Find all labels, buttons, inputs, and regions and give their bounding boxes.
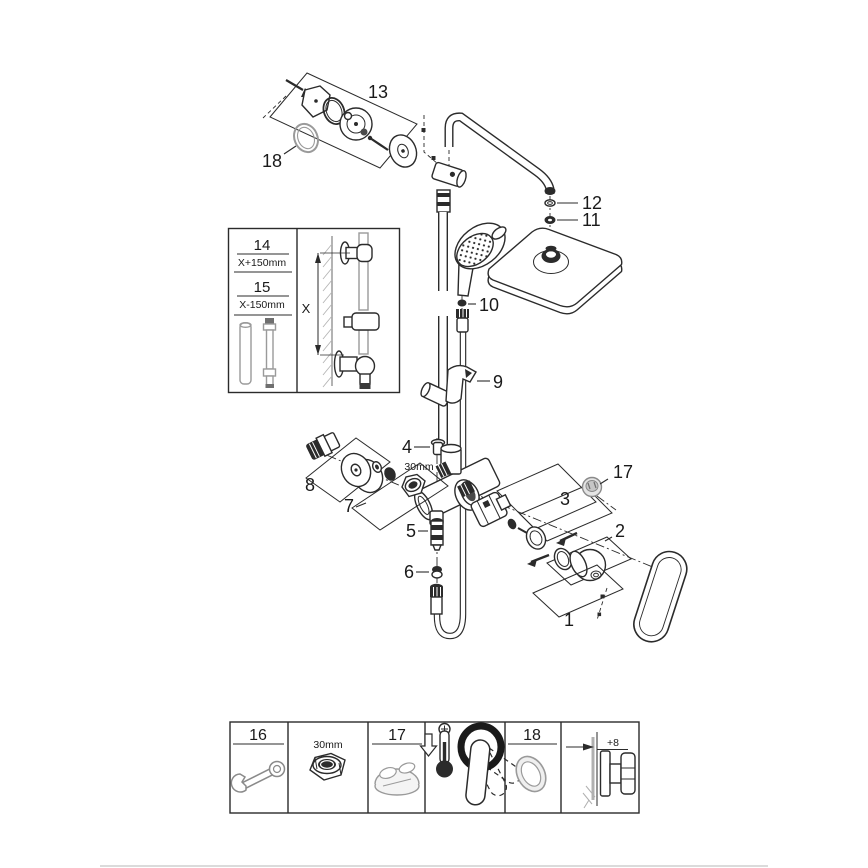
- s-union-8: [305, 432, 391, 503]
- nut-size-label: 30mm: [404, 461, 433, 473]
- arm-end-cap: [544, 187, 556, 195]
- shower-arm: [444, 112, 556, 195]
- legend-18-number: 18: [523, 727, 541, 744]
- seal-ring-10: [457, 299, 467, 307]
- offset-dimension: +8: [566, 737, 628, 751]
- cartridge-3: [457, 463, 613, 567]
- inset-part14-dimension: X+150mm: [238, 257, 286, 269]
- callout-10: 10: [479, 295, 499, 315]
- legend-strip: 16 30mm 17: [229, 721, 640, 814]
- inset-box-14-15: 14 X+150mm 15 X-150mm: [227, 227, 401, 394]
- callout-1: 1: [564, 610, 574, 630]
- callout-6: 6: [404, 562, 414, 582]
- legend-cell-17: 17: [372, 727, 422, 796]
- knurled-screw: [435, 461, 452, 479]
- hand-shower: [454, 222, 507, 297]
- rosette-17: [581, 476, 609, 498]
- seal-ring-18: [293, 122, 319, 154]
- insert-arrow-icon: [527, 531, 578, 567]
- inset-slider: [343, 312, 380, 331]
- o-ring: [322, 97, 346, 125]
- wall-offset-fitting-icon: [599, 750, 636, 797]
- hose-top-fitting: [456, 309, 469, 333]
- slider-holder-9: [420, 364, 477, 407]
- offset-label: +8: [607, 737, 619, 749]
- inset-rail-lower: [358, 329, 369, 355]
- legend-cell-thermo-lever: [419, 722, 522, 806]
- callout-12: 12: [582, 193, 602, 213]
- inset-part15-dimension: X-150mm: [239, 299, 285, 311]
- legend-17-number: 17: [388, 727, 406, 744]
- inset-part15-number: 15: [254, 279, 271, 296]
- dome-cap: [569, 548, 607, 582]
- cap-ring: [525, 526, 547, 550]
- rail-fitting: [436, 189, 451, 213]
- union-escutcheon: [340, 452, 384, 494]
- screw-icon: [369, 137, 389, 151]
- callout-8: 8: [305, 475, 315, 495]
- head-shower: [487, 227, 623, 315]
- inset-rail-upper: [358, 232, 369, 311]
- nut-6: [431, 566, 443, 579]
- ring-11: [544, 216, 556, 224]
- escutcheon: [388, 134, 418, 168]
- callout-11: 11: [582, 210, 601, 230]
- nut-30mm-icon: [309, 752, 346, 781]
- hose: [433, 331, 467, 640]
- cap-2: [546, 536, 632, 586]
- callout-17: 17: [613, 462, 633, 482]
- legend-30mm-label: 30mm: [313, 739, 342, 751]
- callouts: 13 18 12 11 10 9 4 8 7 30mm 17 3 2 5 6 1: [262, 82, 633, 630]
- spray-face: [456, 232, 494, 268]
- pipe-plain-icon: [239, 322, 252, 385]
- callout-9: 9: [493, 372, 503, 392]
- inset-x-dimension: X: [302, 252, 350, 356]
- nut-30mm: [401, 473, 426, 498]
- wall-hatching: [322, 236, 333, 388]
- ring-12: [544, 199, 556, 207]
- wall-holder: [431, 161, 467, 188]
- thermometer-icon: [436, 722, 453, 778]
- callout-2: 2: [615, 521, 625, 541]
- legend-cell-30mm: 30mm: [309, 739, 346, 781]
- rosette-cap-icon: [374, 762, 420, 796]
- wall-bracket-exploded-13: [269, 72, 418, 169]
- o-ring-icon: [515, 755, 547, 793]
- callout-4: 4: [402, 437, 412, 457]
- inset-part14-number: 14: [254, 237, 271, 254]
- inset-x-label: X: [302, 301, 311, 316]
- callout-18: 18: [262, 151, 282, 171]
- down-arrow-icon: [419, 733, 438, 757]
- legend-cell-18: 18: [508, 727, 557, 793]
- callout-13: 13: [368, 82, 388, 102]
- lever-1: [532, 550, 688, 643]
- legend-cell-16: 16: [230, 727, 286, 793]
- plug-4: [430, 438, 446, 456]
- pipe-threaded-icon: [262, 318, 277, 388]
- check-valve-5: [430, 518, 444, 551]
- open-end-wrench-icon: [230, 760, 286, 793]
- callout-5: 5: [406, 521, 416, 541]
- legend-16-number: 16: [249, 727, 267, 744]
- cartridge-body: [470, 491, 512, 528]
- inset-elbow-bracket: [333, 350, 376, 389]
- legend-cell-wall-offset: +8: [566, 732, 636, 809]
- callout-3: 3: [560, 489, 570, 509]
- callout-7: 7: [344, 496, 354, 516]
- filter-nut-7: [351, 461, 449, 531]
- hose-bottom-fitting: [430, 583, 443, 615]
- lever-rotation-icon: [457, 722, 522, 806]
- bracket-body: [339, 107, 373, 141]
